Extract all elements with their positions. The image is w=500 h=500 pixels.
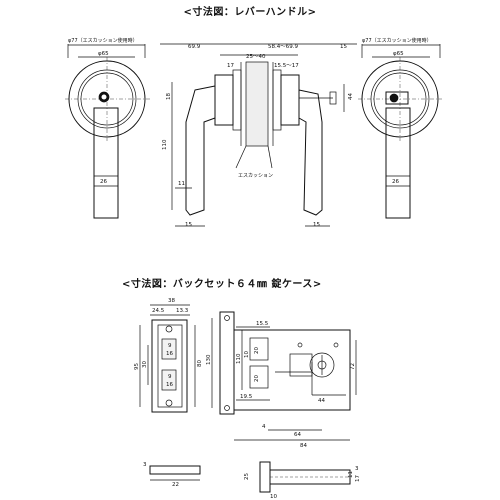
top-dim-11: 11	[348, 471, 354, 478]
case-dim-130: 130	[206, 354, 212, 365]
left-escutcheon-note: φ77（エスカッション使用時）	[68, 37, 138, 44]
case-dim-155: 15.5	[256, 321, 269, 327]
right-dim-26: 26	[392, 179, 399, 185]
plate-dim-9a: 9	[168, 343, 172, 349]
case-dim-72: 72	[350, 363, 356, 370]
side-dim-22: 22	[172, 482, 179, 488]
right-dia-65: φ65	[393, 51, 404, 57]
right-escutcheon-note: φ77（エスカッション使用時）	[362, 37, 432, 44]
escutcheon-label: エスカッション	[238, 173, 273, 179]
plate-side-view: 3 22	[143, 462, 201, 488]
case-dim-20b: 20	[254, 375, 260, 382]
left-dia-65: φ65	[98, 51, 109, 57]
plate-dim-16b: 16	[166, 382, 173, 388]
center-dim-699: 69.9	[188, 44, 201, 50]
side-dim-3: 3	[143, 462, 147, 468]
case-dim-64: 64	[294, 432, 301, 438]
left-dim-26: 26	[100, 179, 107, 185]
case-dim-20: 20	[254, 347, 260, 354]
center-dim-110: 110	[162, 139, 168, 150]
center-dim-17: 17	[227, 63, 234, 69]
top-dim-25: 25	[244, 473, 250, 480]
lever-right-view: φ77（エスカッション使用時） φ65 26	[358, 37, 442, 219]
case-dim-10: 10	[244, 351, 250, 358]
lock-case-view: 15.5 130 110 10 20 20 19.5 44 72	[206, 311, 357, 449]
case-dim-84: 84	[300, 443, 307, 449]
lever-left-view: φ77（エスカッション使用時） φ65 26	[65, 37, 150, 219]
lock-case-title: <寸法図：バックセット６４㎜ 錠ケース>	[122, 279, 322, 290]
plate-dim-245: 24.5	[152, 308, 165, 314]
front-plate-view: 38 24.5 13.3 9 16 9 16 95 30 80	[134, 298, 203, 413]
top-dim-3: 3	[355, 466, 359, 472]
plate-dim-30: 30	[142, 361, 148, 368]
center-dim-15-left: 15	[185, 222, 192, 228]
case-top-view: 25 10 3 11 17	[244, 461, 361, 500]
case-dim-44: 44	[318, 398, 325, 404]
center-dim-15-right: 15	[313, 222, 320, 228]
plate-dim-16a: 16	[166, 351, 173, 357]
case-dim-4: 4	[262, 424, 266, 430]
plate-dim-80: 80	[197, 360, 203, 367]
lever-center-view: 69.9 58.4〜69.9 15 25〜40 17 扉厚 15.5〜17	[160, 43, 357, 228]
top-dim-10: 10	[270, 494, 277, 500]
plate-dim-38: 38	[168, 298, 175, 304]
center-dim-11: 11	[178, 181, 185, 187]
plate-dim-9b: 9	[168, 374, 172, 380]
top-dim-17: 17	[355, 475, 361, 482]
center-dim-18: 18	[166, 93, 172, 100]
center-dim-44: 44	[348, 93, 354, 100]
center-dim-155: 15.5〜17	[274, 63, 299, 69]
case-dim-195: 19.5	[240, 394, 253, 400]
center-dim-15: 15	[340, 44, 347, 50]
center-dim-584: 58.4〜69.9	[268, 44, 298, 50]
lever-handle-title: <寸法図：レバーハンドル>	[183, 7, 317, 18]
center-dim-door: 25〜40	[246, 54, 266, 60]
case-dim-110: 110	[236, 353, 242, 364]
plate-dim-95: 95	[134, 363, 140, 370]
plate-dim-133: 13.3	[176, 308, 189, 314]
